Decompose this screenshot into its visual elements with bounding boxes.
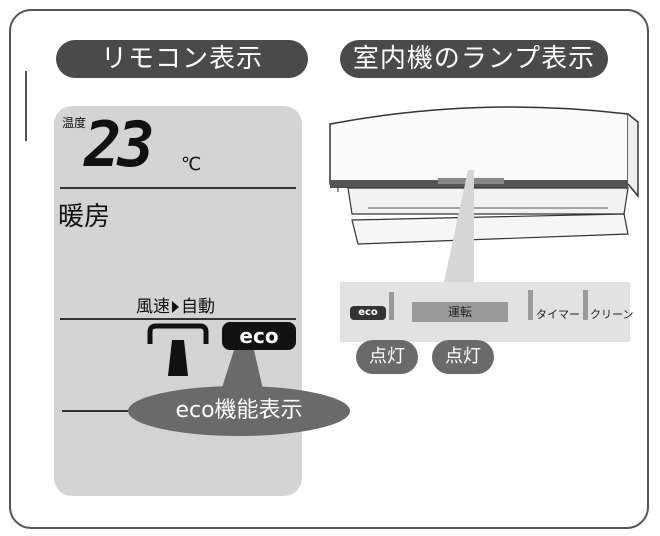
operation-mode: 暖房 (58, 202, 111, 232)
temperature-value: 23 (84, 108, 155, 181)
eco-lit-badge: 点灯 (356, 340, 418, 374)
frame-tab (11, 71, 27, 141)
divider-line (60, 318, 296, 320)
fan-speed-indicator: 風速自動 (136, 292, 215, 317)
fan-speed-value: 自動 (181, 297, 215, 317)
divider-line (62, 410, 142, 412)
lamp-timer-label: タイマー (536, 308, 580, 321)
clean-lamp-indicator (583, 290, 588, 320)
callout-pointer (220, 350, 264, 394)
lamp-clean-label: クリーン (590, 308, 634, 321)
remote-display-title: リモコン表示 (56, 40, 308, 78)
temperature-unit: ℃ (181, 154, 202, 175)
temperature-label: 温度 (62, 116, 87, 130)
run-lamp: 運転 (412, 302, 508, 322)
fan-speed-label: 風速 (136, 297, 170, 317)
eco-badge: eco (222, 322, 296, 350)
divider-line (60, 187, 296, 189)
arrow-right-icon (172, 301, 179, 313)
lamp-zoom-pointer (444, 170, 474, 282)
air-vane-icon (147, 323, 209, 376)
air-conditioner-illustration (329, 106, 639, 245)
eco-lamp-indicator (389, 292, 394, 320)
timer-lamp-indicator (528, 290, 533, 320)
eco-function-callout: eco機能表示 (128, 386, 350, 436)
run-lit-badge: 点灯 (432, 340, 494, 374)
indoor-lamp-title: 室内機のランプ表示 (340, 40, 608, 78)
lamp-eco-label: eco (350, 306, 386, 320)
